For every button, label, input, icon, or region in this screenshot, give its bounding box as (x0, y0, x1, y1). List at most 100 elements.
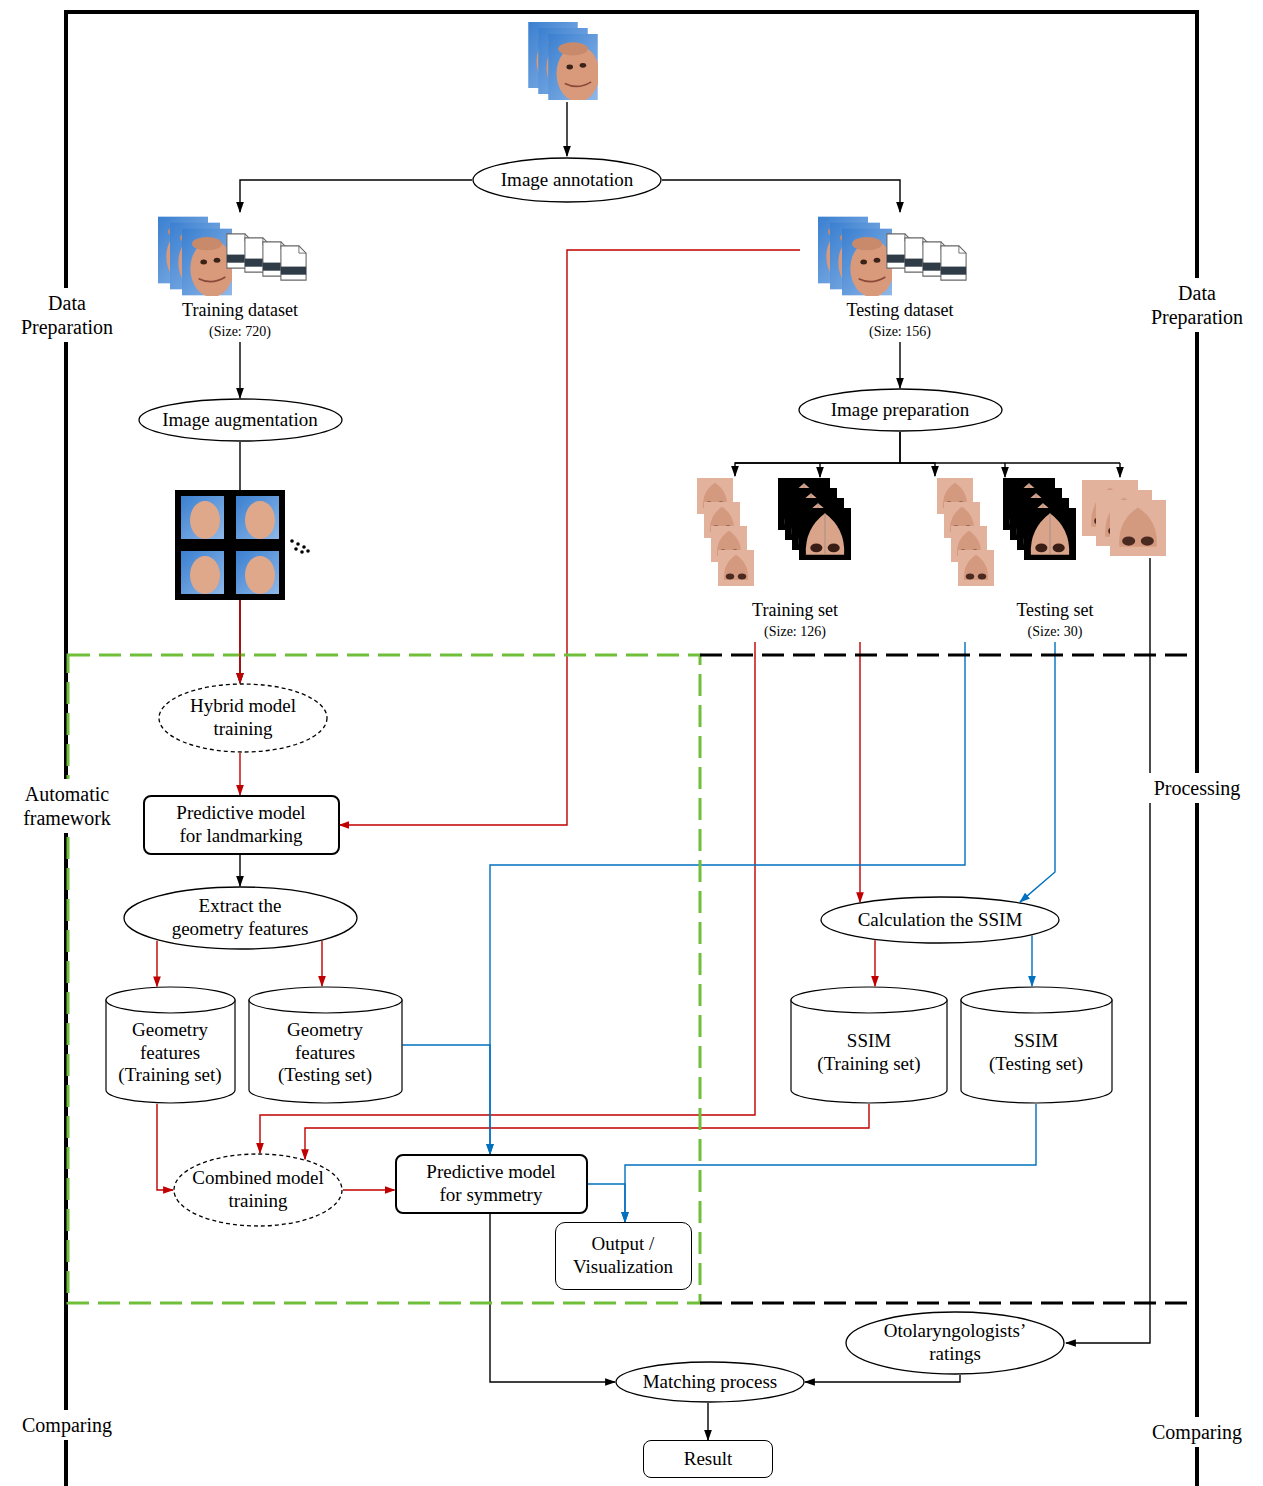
data-cylinder: Geometry features(Training set) (105, 986, 236, 1104)
text-line: (Training set) (799, 1053, 939, 1076)
ellipse-outline (174, 1154, 342, 1226)
text-line: (Training set) (113, 1064, 228, 1087)
ellipse-outline (139, 399, 342, 441)
connector-arrow (900, 432, 935, 476)
node-text: SSIM (847, 1030, 891, 1053)
text-group: Image preparation (808, 399, 993, 422)
node-text: (Size: 126) (764, 624, 826, 641)
text-group: Matching process (625, 1371, 795, 1394)
augmented-photo (175, 545, 230, 600)
process-ellipse: Image annotation (472, 157, 662, 203)
image-set: Training set (Size: 126) (700, 476, 890, 642)
training-ellipse: Combined model training (173, 1153, 343, 1227)
connector-arrow (321, 941, 322, 986)
process-ellipse: Calculation the SSIM (820, 896, 1060, 944)
text-group: Result (653, 1448, 763, 1471)
ellipse-outline (821, 897, 1059, 943)
connector-arrow (859, 642, 860, 902)
input-arrow (566, 102, 567, 156)
branch-arrow (1119, 463, 1120, 477)
node-text: Matching process (643, 1371, 778, 1394)
text-group: Extract the geometry features (165, 895, 315, 941)
connector-arrow (899, 342, 900, 388)
section-label: Comparing (10, 1410, 125, 1440)
node-text: (Training set) (817, 1053, 920, 1076)
branch-arrow (819, 463, 820, 477)
connector-arrow (343, 1189, 395, 1190)
text-group: Otolaryngologists’ ratings (870, 1320, 1040, 1366)
text-group: Image annotation (482, 169, 652, 192)
ellipse-outline (124, 887, 357, 949)
text-group: Image augmentation (148, 409, 333, 432)
text-line: Testing set (965, 600, 1145, 622)
text-group: Combined model training (191, 1167, 326, 1213)
section-label: Data Preparation (10, 288, 125, 342)
ellipse-outline (159, 684, 327, 752)
cylinder-top (106, 987, 235, 1013)
annotation-file (941, 246, 966, 280)
text-line: Geometry features (113, 1019, 228, 1065)
node-text: Otolaryngologists’ ratings (870, 1320, 1040, 1366)
connector-arrow (1031, 935, 1032, 986)
text-line: (Testing set) (966, 1053, 1106, 1076)
node-text: Output / Visualization (565, 1233, 681, 1279)
process-ellipse: Image preparation (798, 388, 1003, 432)
node-text: Hybrid model training (178, 695, 308, 741)
connector-arrow (1020, 642, 1055, 902)
text-line: SSIM (966, 1030, 1106, 1053)
connector-arrow (805, 1375, 960, 1382)
text-group: Geometry features(Training set) (113, 1019, 228, 1087)
text-group: Predictive model for landmarking (169, 802, 314, 848)
connector-arrow (588, 1184, 626, 1222)
text-line: Predictive model for landmarking (169, 802, 314, 848)
connector-arrow (662, 180, 900, 212)
cylinder-top (249, 987, 402, 1013)
cylinder-top (791, 987, 947, 1013)
nose-crop (718, 550, 754, 586)
text-line: Result (653, 1448, 763, 1471)
node-text: (Testing set) (278, 1064, 372, 1087)
text-group: Training dataset (Size: 720) (145, 300, 335, 341)
text-group: Testing dataset(Size: 156) (805, 300, 995, 341)
node-text: Extract the geometry features (165, 895, 315, 941)
section-label: Automatic framework (10, 779, 125, 833)
text-line: Otolaryngologists’ ratings (870, 1320, 1040, 1366)
text-line: Predictive model for symmetry (419, 1161, 564, 1207)
process-ellipse: Image augmentation (138, 398, 343, 442)
text-line: Hybrid model training (178, 695, 308, 741)
text-line: Training set (705, 600, 885, 622)
node-text: (Size: 156) (869, 324, 931, 341)
model-box: Result (643, 1440, 773, 1478)
model-box: Predictive model for landmarking (143, 795, 340, 855)
node-text: Training set (752, 600, 838, 622)
text-group: SSIM(Training set) (799, 1030, 939, 1076)
text-line: (Size: 30) (965, 621, 1145, 641)
connector-arrow (156, 941, 157, 987)
framework-region (68, 655, 700, 1303)
text-line: (Size: 156) (805, 321, 995, 341)
training-ellipse: Hybrid model training (158, 683, 328, 753)
model-box: Predictive model for symmetry (395, 1154, 588, 1214)
text-group: Hybrid model training (178, 695, 308, 741)
node-text: (Size: 720) (209, 324, 271, 341)
data-cylinder: SSIM(Testing set) (960, 986, 1113, 1104)
ellipse-outline (846, 1312, 1064, 1374)
connector-arrow (625, 1104, 1036, 1222)
text-line: Image preparation (808, 399, 993, 422)
ellipsis-dots (290, 539, 310, 554)
text-line: (Size: 720) (145, 321, 335, 341)
image-set: Training dataset (Size: 720) (140, 212, 340, 342)
connector-arrow (157, 1104, 173, 1190)
text-line: SSIM (799, 1030, 939, 1053)
cylinder-body (106, 1000, 235, 1103)
section-divider (700, 655, 1195, 1303)
connector-arrow (239, 342, 240, 398)
text-line: Training dataset (145, 300, 335, 322)
node-text: SSIM (1014, 1030, 1058, 1053)
ellipse-outline (616, 1362, 804, 1402)
connector-arrow (735, 432, 900, 476)
text-group: Output / Visualization (565, 1233, 681, 1279)
process-ellipse: Matching process (615, 1361, 805, 1403)
ellipse-outline (799, 389, 1002, 431)
